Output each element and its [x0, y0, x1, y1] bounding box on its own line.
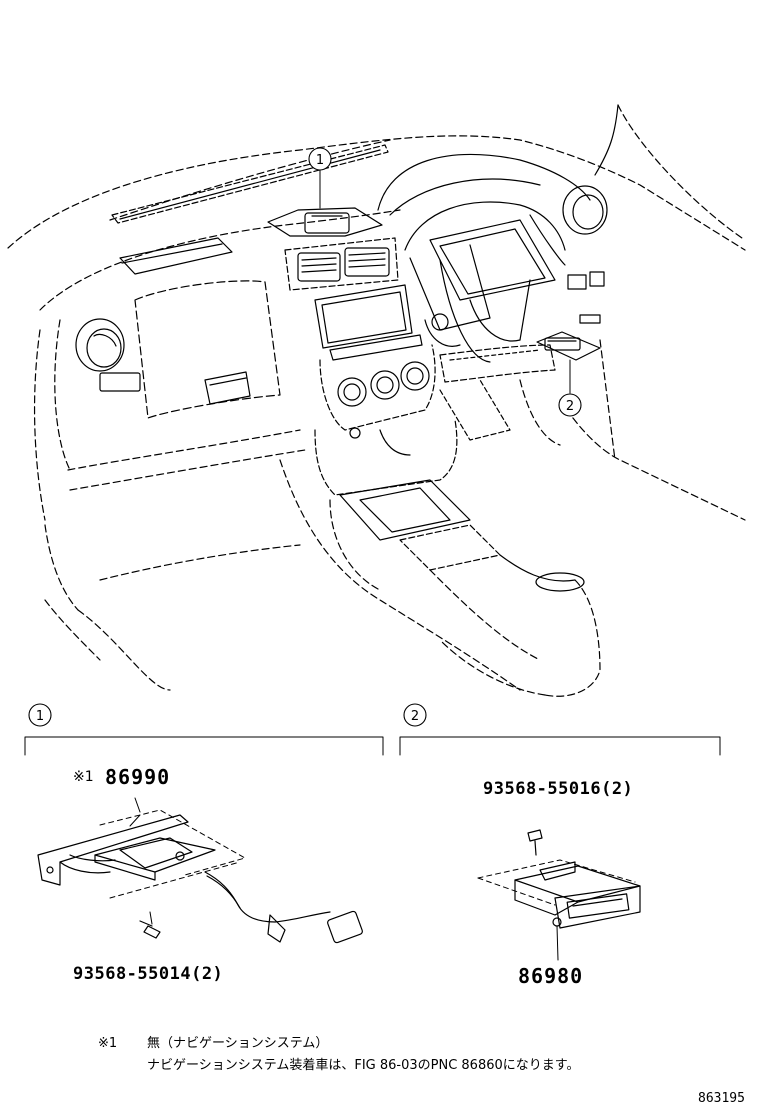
dashboard-illustration: [7, 104, 746, 697]
part-number-93568-55016: 93568-55016(2): [483, 779, 634, 799]
callout-2: 2: [558, 393, 582, 417]
note-line-2: ナビゲーションシステム装着車は、FIG 86-03のPNC 86860になります…: [147, 1058, 580, 1073]
section-2-label: 2: [411, 709, 419, 724]
figure-id: 863195: [698, 1091, 745, 1106]
note-marker: ※1: [98, 1036, 118, 1051]
part-86990-illustration: [37, 809, 363, 944]
part-number-86980: 86980: [518, 964, 584, 988]
callout-1: 1: [308, 147, 332, 171]
section-2-badge: [403, 703, 427, 727]
section-2: 2: [399, 703, 721, 961]
section-1: 1: [24, 703, 384, 944]
callout-1-label: 1: [316, 153, 324, 168]
part-number-86990: 86990: [105, 765, 171, 789]
section-1-badge: [28, 703, 52, 727]
part-number-93568-55014: 93568-55014(2): [73, 964, 224, 984]
note-line-1: 無（ナビゲーションシステム）: [147, 1036, 329, 1051]
section-1-label: 1: [36, 709, 44, 724]
section-1-bracket: [24, 736, 384, 756]
part-86980-illustration: [477, 829, 641, 961]
section-2-bracket: [399, 736, 721, 756]
section-1-marker: ※1: [73, 769, 94, 785]
callout-2-label: 2: [566, 399, 574, 414]
